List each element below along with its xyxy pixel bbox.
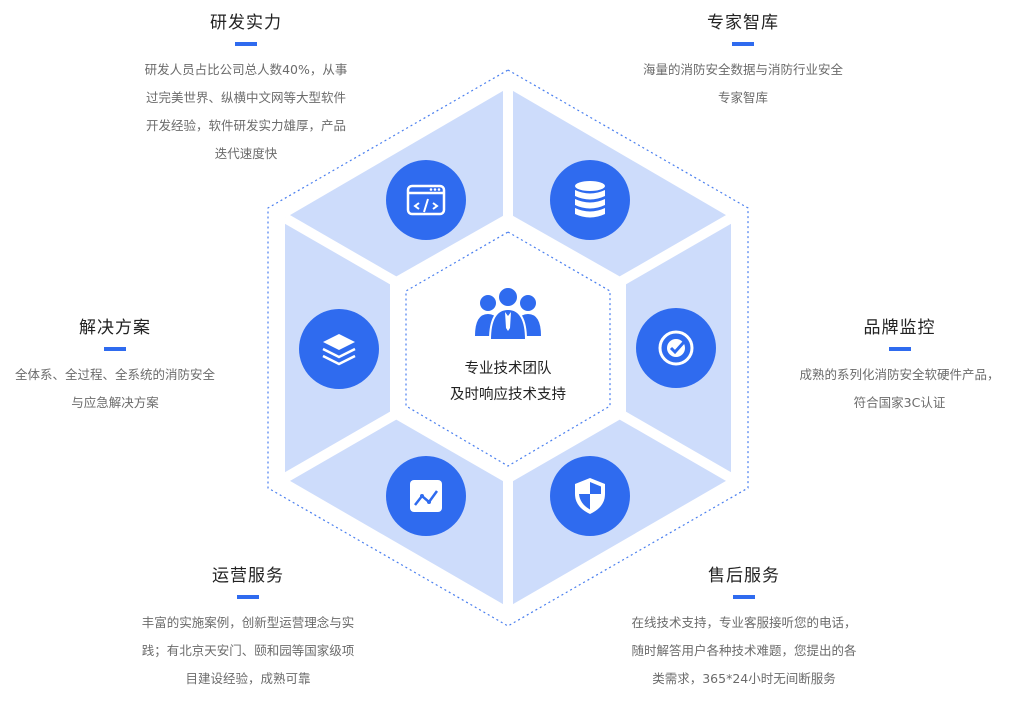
after-accent-bar (733, 595, 755, 599)
rd-line-3: 开发经验，软件研发实力雄厚，产品 (145, 118, 346, 133)
experts-line-2: 专家智库 (717, 90, 768, 105)
ops-block: 运营服务 丰富的实施案例，创新型运营理念与实 践；有北京天安门、颐和园等国家级项… (123, 565, 373, 693)
rd-line-1: 研发人员占比公司总人数40%，从事 (144, 62, 348, 77)
inner-hexagon (390, 213, 626, 484)
center-line-2: 及时响应技术支持 (450, 387, 566, 403)
after-line-2: 随时解答用户各种技术难题，您提出的各 (631, 643, 857, 658)
rd-title: 研发实力 (210, 13, 282, 33)
brand-accent-bar (888, 347, 911, 351)
solution-accent-bar (104, 347, 126, 351)
after-description: 在线技术支持，专业客服接听您的电话， 随时解答用户各种技术难题，您提出的各 类需… (610, 609, 878, 693)
layers-icon (299, 309, 379, 389)
rd-block: 研发实力 研发人员占比公司总人数40%，从事 过完美世界、纵横中文网等大型软件 … (126, 12, 366, 168)
ops-description: 丰富的实施案例，创新型运营理念与实 践；有北京天安门、颐和园等国家级项 目建设经… (123, 609, 373, 693)
code-window-icon (386, 160, 466, 240)
brand-block: 品牌监控 成熟的系列化消防安全软硬件产品， 符合国家3C认证 (780, 317, 1019, 417)
ops-line-3: 目建设经验，成熟可靠 (185, 671, 311, 686)
inner-dotted-hexagon (405, 231, 611, 467)
shield-icon (550, 456, 630, 536)
team-people-icon (475, 286, 541, 341)
certified-check-icon (636, 308, 716, 388)
ops-line-1: 丰富的实施案例，创新型运营理念与实 (141, 615, 355, 630)
experts-accent-bar (732, 42, 754, 46)
ops-line-2: 践；有北京天安门、颐和园等国家级项 (141, 643, 355, 658)
solution-description: 全体系、全过程、全系统的消防安全 与应急解决方案 (0, 361, 230, 417)
database-icon (550, 160, 630, 240)
ops-accent-bar (237, 595, 259, 599)
center-line-1: 专业技术团队 (464, 361, 552, 377)
outer-dotted-hexagon (267, 69, 749, 627)
ops-title: 运营服务 (212, 566, 284, 586)
experts-line-1: 海量的消防安全数据与消防行业安全 (642, 62, 843, 77)
brand-line-2: 符合国家3C认证 (853, 395, 946, 410)
trend-chart-icon (386, 456, 466, 536)
experts-block: 专家智库 海量的消防安全数据与消防行业安全 专家智库 (618, 12, 868, 112)
experts-title: 专家智库 (707, 13, 779, 33)
rd-accent-bar (235, 42, 257, 46)
after-line-1: 在线技术支持，专业客服接听您的电话， (631, 615, 857, 630)
rd-line-2: 过完美世界、纵横中文网等大型软件 (145, 90, 346, 105)
center-caption: 专业技术团队 及时响应技术支持 (410, 356, 606, 408)
solution-line-1: 全体系、全过程、全系统的消防安全 (14, 367, 215, 382)
rd-description: 研发人员占比公司总人数40%，从事 过完美世界、纵横中文网等大型软件 开发经验，… (126, 56, 366, 168)
after-title: 售后服务 (708, 566, 780, 586)
after-line-3: 类需求，365*24小时无间断服务 (652, 671, 836, 686)
rd-line-4: 迭代速度快 (214, 146, 278, 161)
solution-line-2: 与应急解决方案 (71, 395, 159, 410)
after-block: 售后服务 在线技术支持，专业客服接听您的电话， 随时解答用户各种技术难题，您提出… (610, 565, 878, 693)
solution-block: 解决方案 全体系、全过程、全系统的消防安全 与应急解决方案 (0, 317, 230, 417)
solution-title: 解决方案 (79, 318, 151, 338)
experts-description: 海量的消防安全数据与消防行业安全 专家智库 (618, 56, 868, 112)
brand-description: 成熟的系列化消防安全软硬件产品， 符合国家3C认证 (780, 361, 1019, 417)
brand-line-1: 成熟的系列化消防安全软硬件产品， (799, 367, 1000, 382)
brand-title: 品牌监控 (863, 318, 936, 338)
